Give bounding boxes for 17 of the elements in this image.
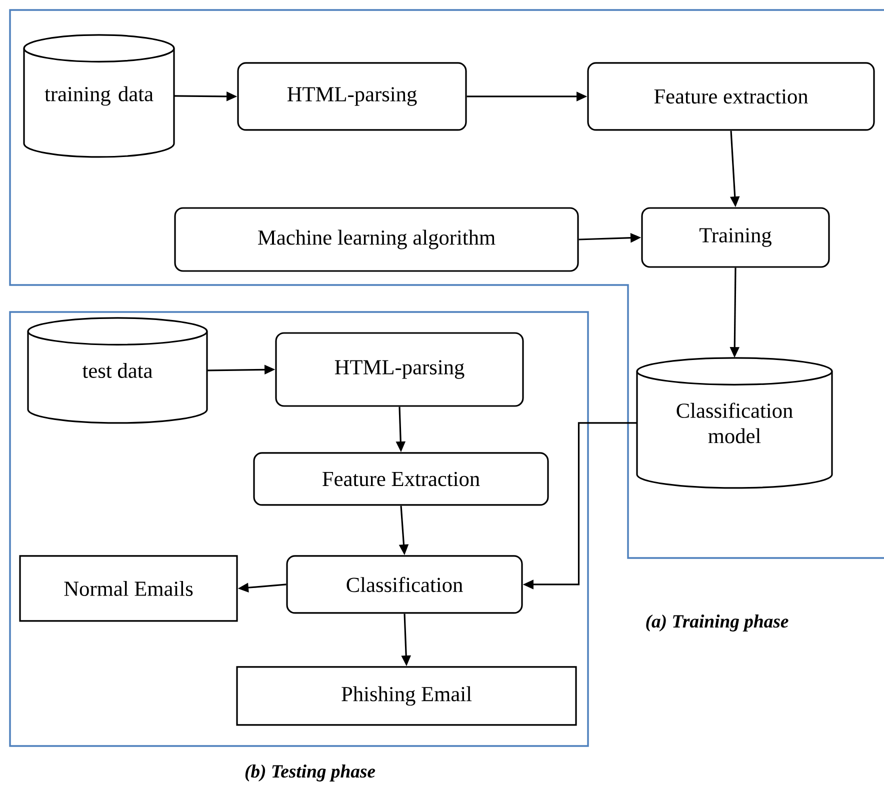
process-box: HTML-parsing bbox=[237, 62, 467, 131]
process-box: Feature Extraction bbox=[253, 452, 549, 506]
process-box: Feature extraction bbox=[587, 62, 875, 131]
node-label: test data bbox=[82, 362, 152, 378]
database-cylinder: training data bbox=[23, 34, 175, 158]
process-box: HTML-parsing bbox=[275, 332, 524, 407]
database-cylinder: Classification model bbox=[636, 357, 833, 489]
phase-caption: (b) Testing phase bbox=[245, 764, 376, 782]
process-box: Classification bbox=[286, 555, 523, 614]
phase-caption: (a) Training phase bbox=[646, 614, 788, 632]
process-box: Training bbox=[641, 207, 830, 268]
output-box: Phishing Email bbox=[236, 666, 577, 726]
node-label: Classification model bbox=[676, 402, 793, 444]
output-box: Normal Emails bbox=[19, 555, 238, 622]
node-label: training data bbox=[44, 86, 154, 106]
process-box: Machine learning algorithm bbox=[174, 207, 579, 272]
database-cylinder: test data bbox=[27, 317, 208, 424]
